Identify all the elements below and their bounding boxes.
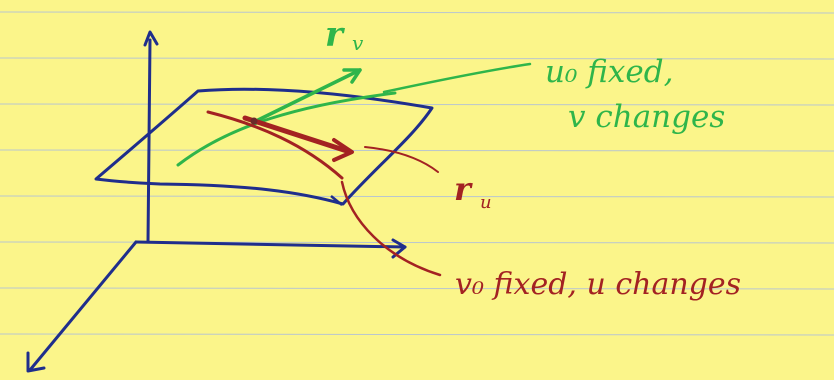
label-r-v: r [325,15,345,55]
x-axis-arrowhead [26,351,46,373]
label-v-changes: v changes [568,99,725,135]
rule-line [0,57,834,60]
red-curve-group [206,110,442,277]
z-axis-arrowhead [143,30,159,47]
rule-line [0,11,834,14]
red-pointer-to-ru [364,146,439,173]
green-curve [176,91,397,167]
green-tangent-vector [252,68,362,124]
label-v-fixed-u-changes: v₀ fixed, u changes [455,267,741,302]
label-r-u-subscript: u [480,192,492,213]
intersection-point [250,117,258,125]
red-curve-continuation [340,180,442,277]
label-r-v-subscript: v [352,31,364,55]
red-curve [206,110,344,180]
rule-line [0,195,834,198]
green-tangent-arrowhead [342,68,362,84]
label-u-fixed: u₀ fixed, [545,54,673,90]
y-axis-arrowhead [391,238,407,259]
rule-line [0,287,834,290]
axes [26,30,407,373]
rule-line [0,149,834,152]
rule-line [0,241,834,244]
green-pointer-line [382,62,532,94]
rule-line [0,333,834,336]
red-tangent-arrowhead [332,138,354,162]
red-tangent-vector [242,115,353,155]
label-r-u: r [454,170,473,208]
green-curve-group [176,62,532,167]
surface-edge-hook [330,195,343,206]
x-axis [28,240,138,372]
y-axis [134,240,407,249]
surface-patch [94,87,434,206]
z-axis [146,38,152,244]
